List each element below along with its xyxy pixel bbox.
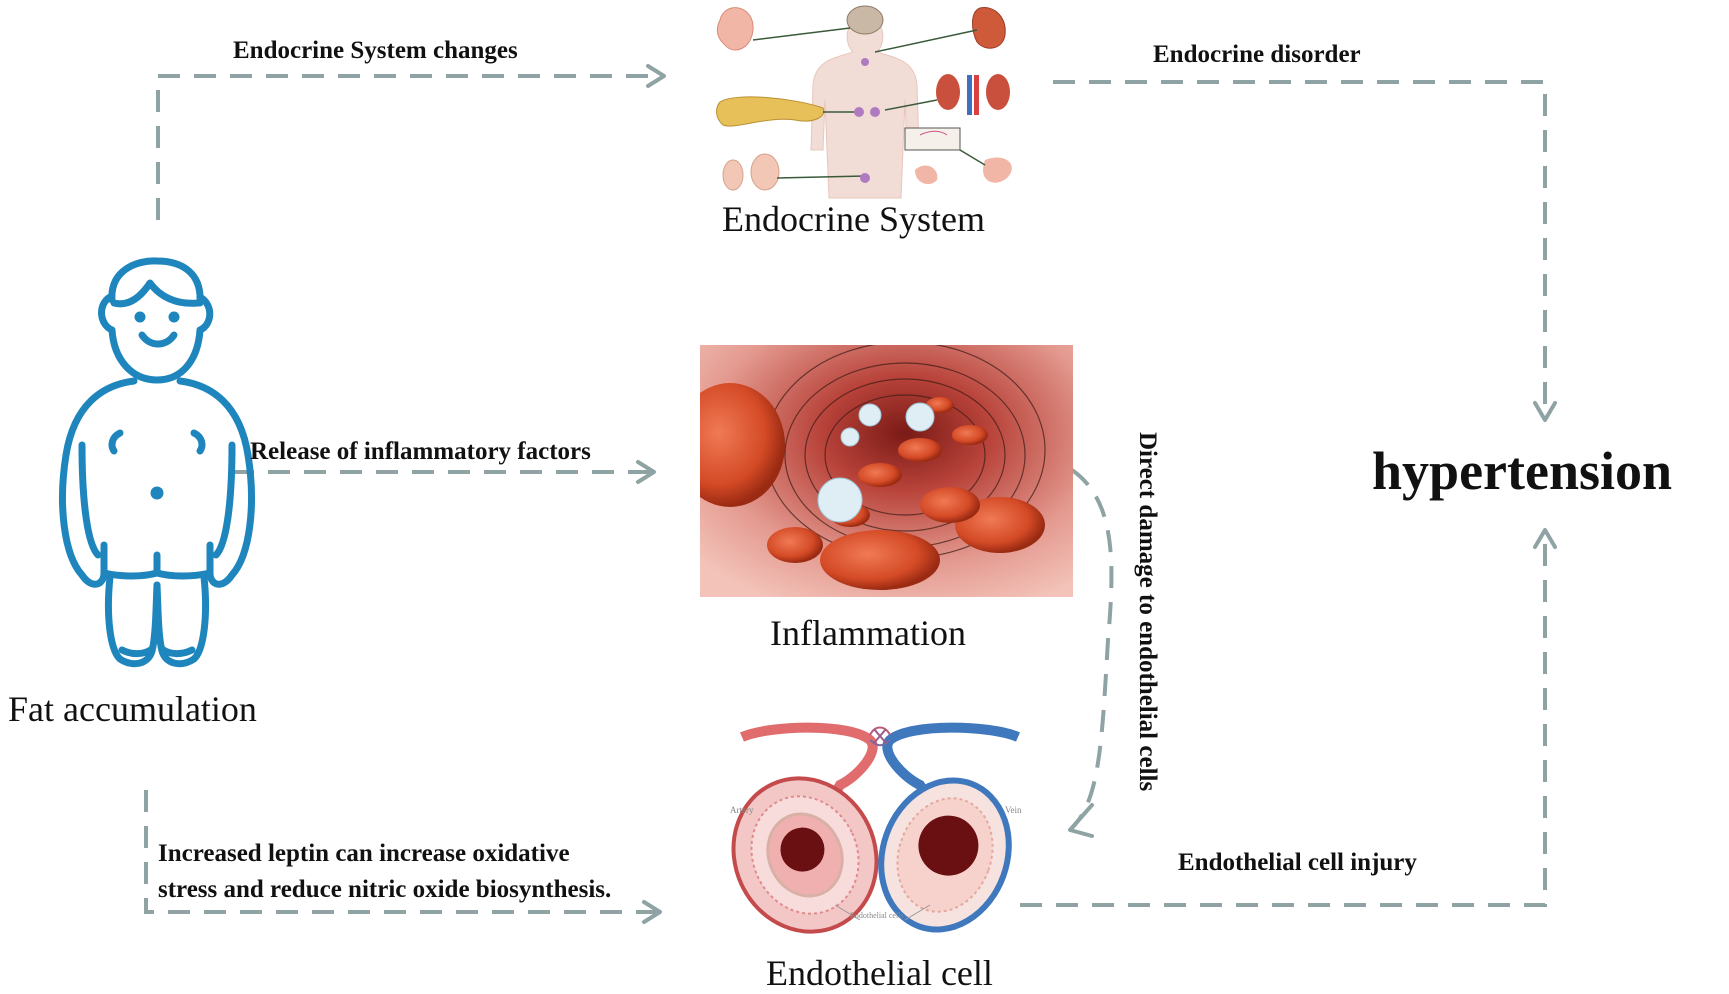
- edge-label-inflammatory-factors: Release of inflammatory factors: [250, 438, 591, 465]
- endocrine-system-label: Endocrine System: [722, 199, 985, 239]
- arrow-fat-to-endocrine: [156, 64, 666, 220]
- arrow-fat-to-inflammation: [232, 460, 656, 484]
- arrow-endocrine-to-hypertension: [1053, 80, 1557, 422]
- edge-label-endothelial-injury: Endothelial cell injury: [1178, 849, 1417, 876]
- edge-label-leptin-line-1: Increased leptin can increase oxidative: [158, 840, 570, 867]
- edge-label-leptin-line-2: stress and reduce nitric oxide biosynthe…: [158, 876, 612, 903]
- inflammation-label: Inflammation: [770, 613, 966, 653]
- artery-small-label: Artery: [730, 805, 754, 815]
- overweight-person-icon: [59, 257, 255, 668]
- edge-label-endocrine-disorder: Endocrine disorder: [1153, 41, 1361, 68]
- hypertension-label: hypertension: [1372, 441, 1673, 501]
- arrow-fat-to-endothelial: [144, 790, 662, 924]
- fat-accumulation-label: Fat accumulation: [8, 689, 257, 729]
- vein-small-label: Vein: [1005, 805, 1022, 815]
- arrow-endothelial-to-hypertension: [1020, 528, 1557, 907]
- artery-vein-illustration: Artery Vein Endothelial cells: [730, 722, 1022, 934]
- endocrine-glands-illustration: [716, 5, 1012, 199]
- blood-vessel-cells-illustration: [700, 345, 1073, 597]
- edge-label-endocrine-changes: Endocrine System changes: [233, 37, 518, 64]
- endothelial-cells-small-label: Endothelial cells: [850, 911, 904, 920]
- endothelial-cell-label: Endothelial cell: [766, 953, 993, 993]
- edge-label-direct-damage: Direct damage to endothelial cells: [1134, 432, 1161, 792]
- arrow-inflammation-to-endothelial: [1068, 468, 1114, 838]
